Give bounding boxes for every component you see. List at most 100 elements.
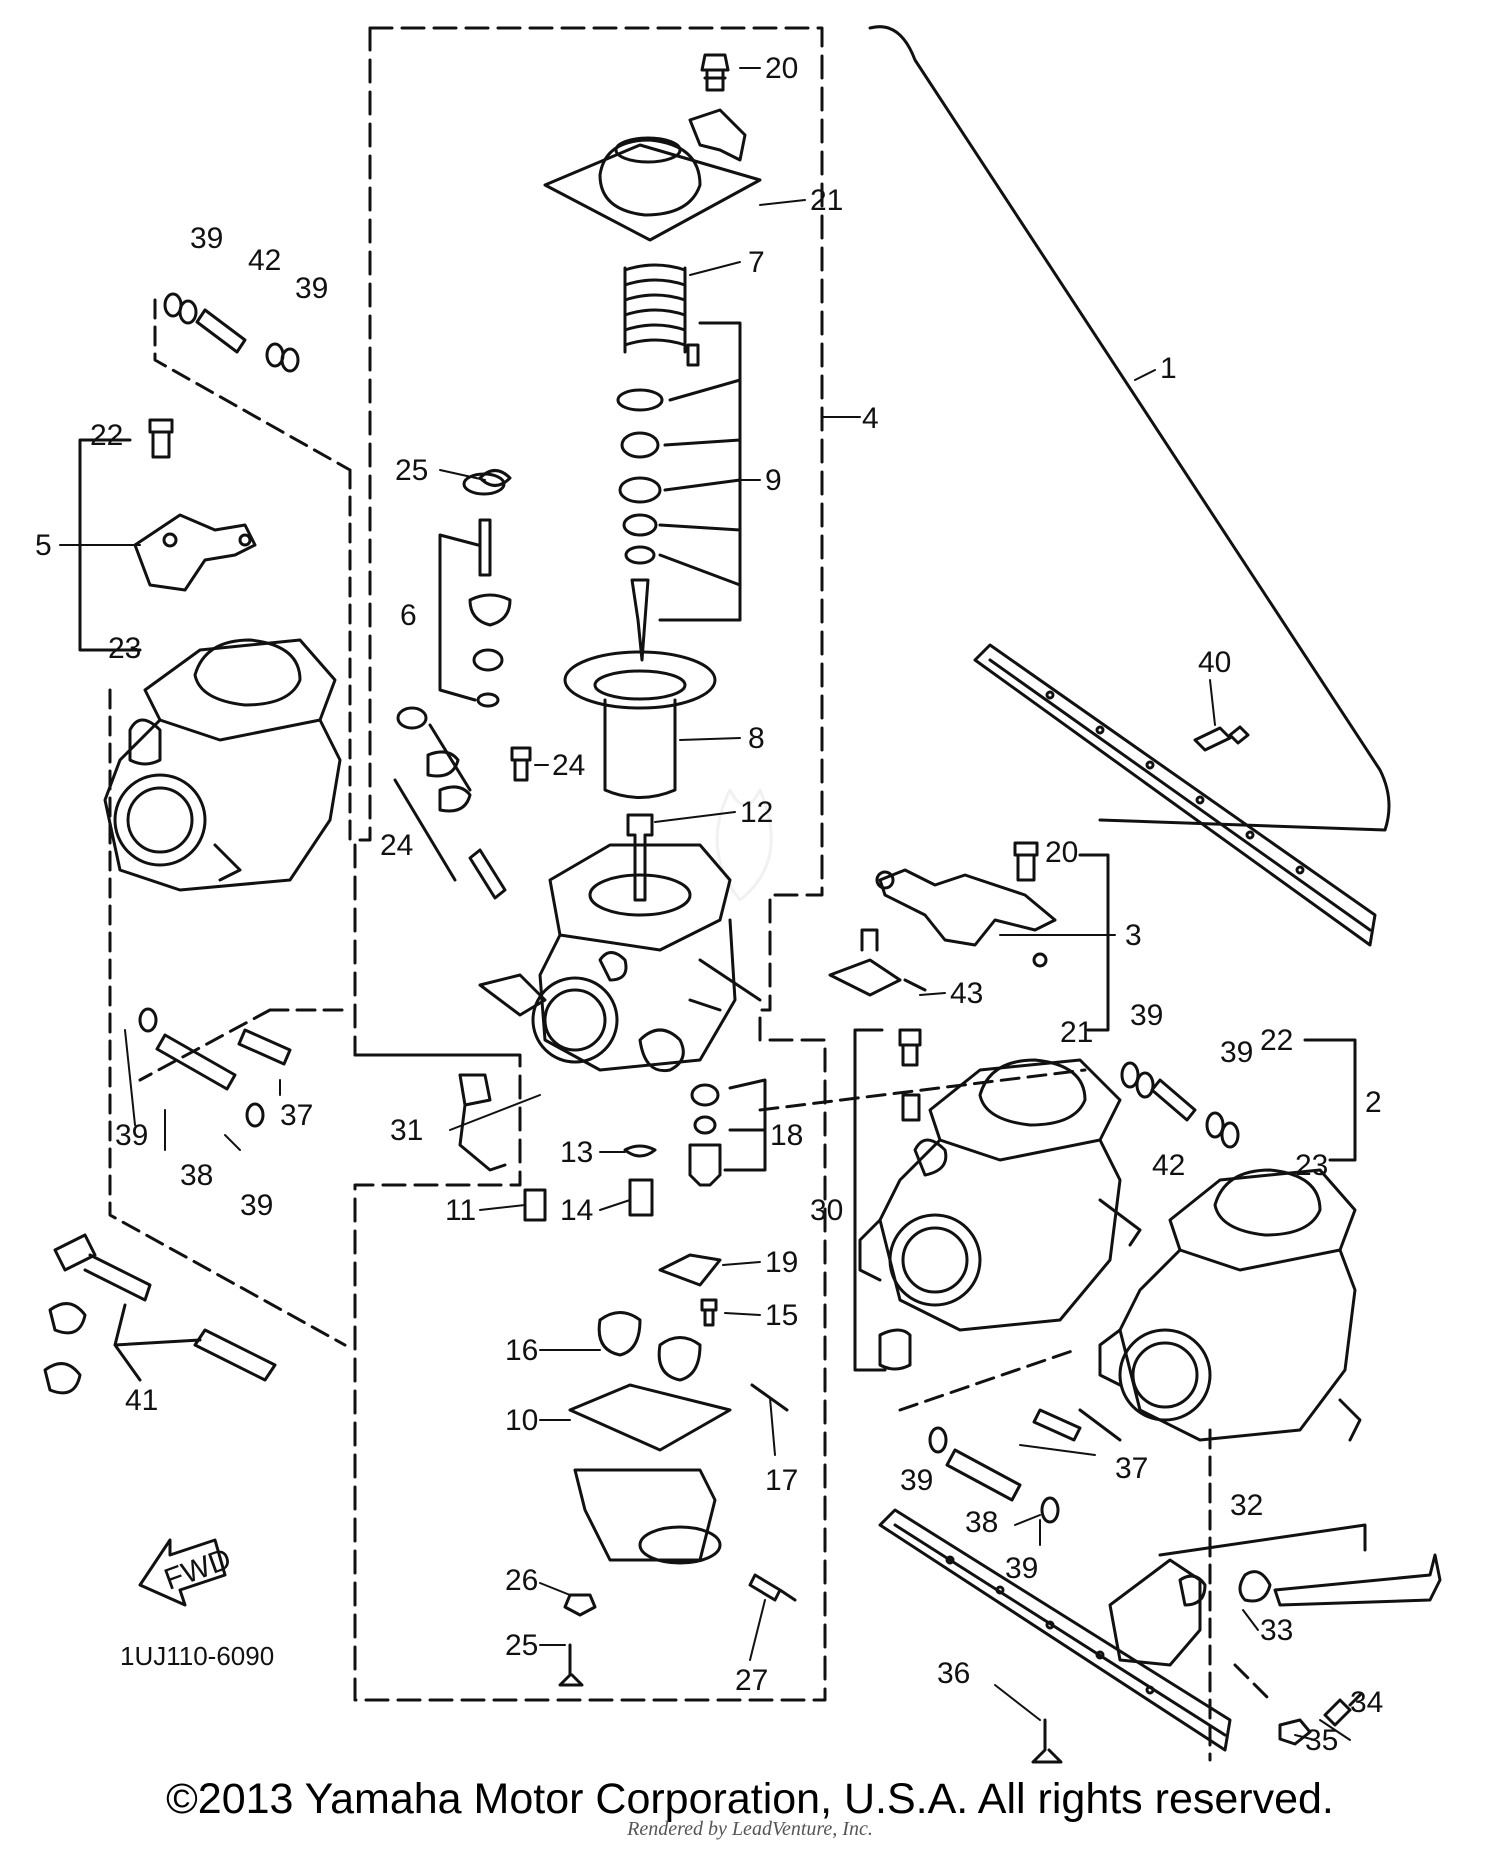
- callout-1: 1: [1160, 352, 1177, 385]
- callout-39-lr-b: 39: [1005, 1552, 1038, 1585]
- right-guide-lines: [758, 1068, 1272, 1762]
- carburetor-right-a: [858, 1058, 1142, 1332]
- callout-39-ll-b: 39: [240, 1189, 273, 1222]
- callout-labels: 20 21 7 1 4 9 8 12 24 25 6 24 39 42 39 2…: [35, 52, 1383, 1757]
- mounting-plate-lower: [878, 1508, 1232, 1752]
- callout-4: 4: [862, 402, 879, 435]
- t-fitting: [828, 928, 927, 997]
- callout-20-top: 20: [765, 52, 798, 85]
- throttle-stop-32: [1108, 1523, 1442, 1667]
- callout-24: 24: [380, 829, 413, 862]
- callout-3: 3: [1125, 919, 1142, 952]
- carburetor-left: [103, 638, 342, 892]
- left-guide-lines: [108, 298, 352, 1347]
- callout-37-ll: 37: [280, 1099, 313, 1132]
- callout-11: 11: [445, 1194, 476, 1227]
- callout-39-ul-a: 39: [190, 222, 223, 255]
- callout-29: 25: [395, 454, 428, 487]
- callout-39-ul-b: 39: [295, 272, 328, 305]
- rendered-by-credit: Rendered by LeadVenture, Inc.: [627, 1818, 873, 1840]
- float-bowl: [568, 1311, 789, 1565]
- jet-set-18: [688, 1078, 767, 1187]
- jet-needle-set: [616, 343, 700, 662]
- callout-35: 35: [1305, 1724, 1338, 1757]
- cap-29: [478, 469, 512, 487]
- joint-set-lower-right: [928, 1408, 1122, 1524]
- callout-20-right: 20: [1045, 836, 1078, 869]
- callout-26: 26: [505, 1564, 538, 1597]
- callout-12: 12: [740, 796, 773, 829]
- callout-16: 16: [505, 1334, 538, 1367]
- bracket-3: [875, 868, 1057, 968]
- diaphragm-spring: [623, 263, 687, 354]
- valve-set-6: [438, 472, 512, 708]
- callout-39-ur-a: 39: [1130, 999, 1163, 1032]
- callout-36: 36: [937, 1657, 970, 1690]
- callout-9: 9: [765, 464, 782, 497]
- callout-34: 34: [1350, 1686, 1383, 1719]
- mounting-plate-upper: [973, 643, 1377, 947]
- callout-18: 18: [770, 1119, 803, 1152]
- callout-21-right: 21: [1060, 1016, 1093, 1049]
- callout-5: 5: [35, 529, 52, 562]
- callout-25: 25: [505, 1629, 538, 1662]
- screw-27: [748, 1573, 797, 1602]
- washer-13: [623, 1144, 657, 1158]
- joint-set-upper-left: [163, 292, 300, 373]
- jet-11: [523, 1188, 547, 1222]
- callout-32: 32: [1230, 1489, 1263, 1522]
- throttle-cable: [868, 25, 1391, 832]
- callout-42-ur: 42: [1152, 1149, 1185, 1182]
- callout-42-ul: 42: [248, 244, 281, 277]
- watermark: [715, 788, 773, 902]
- callout-28: 24: [552, 749, 585, 782]
- callout-22-left: 22: [90, 419, 123, 452]
- callout-15: 15: [765, 1299, 798, 1332]
- pilot-screw-set: [393, 706, 507, 900]
- fwd-arrow-icon: [138, 1538, 227, 1607]
- bracket-9: [658, 321, 742, 622]
- callout-10: 10: [505, 1404, 538, 1437]
- nut-26: [563, 1593, 597, 1617]
- screw-20-right: [1013, 841, 1039, 882]
- callout-38-ll: 38: [180, 1159, 213, 1192]
- callout-23-left: 23: [108, 632, 141, 665]
- callout-7: 7: [748, 246, 765, 279]
- callout-8: 8: [748, 722, 765, 755]
- bracket-2: [1303, 1038, 1357, 1162]
- leader-lines: [59, 67, 1351, 1741]
- screw-40: [1193, 725, 1250, 752]
- cable-clip: [688, 108, 747, 162]
- group-4-outline-left: [353, 26, 522, 1057]
- callout-6: 6: [400, 599, 417, 632]
- carburetor-body-center: [478, 843, 762, 1073]
- bracket-20-21: [1078, 853, 1110, 1032]
- callout-33: 33: [1260, 1614, 1293, 1647]
- callout-30: 30: [810, 1194, 843, 1227]
- callout-38-lr: 38: [965, 1506, 998, 1539]
- callout-14: 14: [560, 1194, 593, 1227]
- callout-43: 43: [950, 977, 983, 1010]
- callout-17: 17: [765, 1464, 798, 1497]
- callout-21-top: 21: [810, 184, 843, 217]
- bracket-19: [658, 1253, 722, 1287]
- callout-41: 41: [125, 1384, 158, 1417]
- screw-36: [1031, 1718, 1063, 1764]
- callout-27: 27: [735, 1664, 768, 1697]
- jet-14: [628, 1178, 654, 1217]
- callout-40: 40: [1198, 646, 1231, 679]
- nut-35: [1278, 1718, 1312, 1746]
- screw-15: [700, 1298, 718, 1327]
- needle-jet: [626, 813, 654, 902]
- callout-31: 31: [390, 1114, 423, 1147]
- carburetor-right-b: [1098, 1168, 1362, 1442]
- callout-2: 2: [1365, 1086, 1382, 1119]
- choke-assembly-41: [43, 1233, 277, 1395]
- screw-22-left: [148, 418, 174, 459]
- diaphragm-piston: [563, 650, 717, 799]
- screw-34: [1323, 1693, 1362, 1727]
- joint-set-right: [1120, 1061, 1240, 1149]
- callout-19: 19: [765, 1246, 798, 1279]
- callout-22-right: 22: [1260, 1024, 1293, 1057]
